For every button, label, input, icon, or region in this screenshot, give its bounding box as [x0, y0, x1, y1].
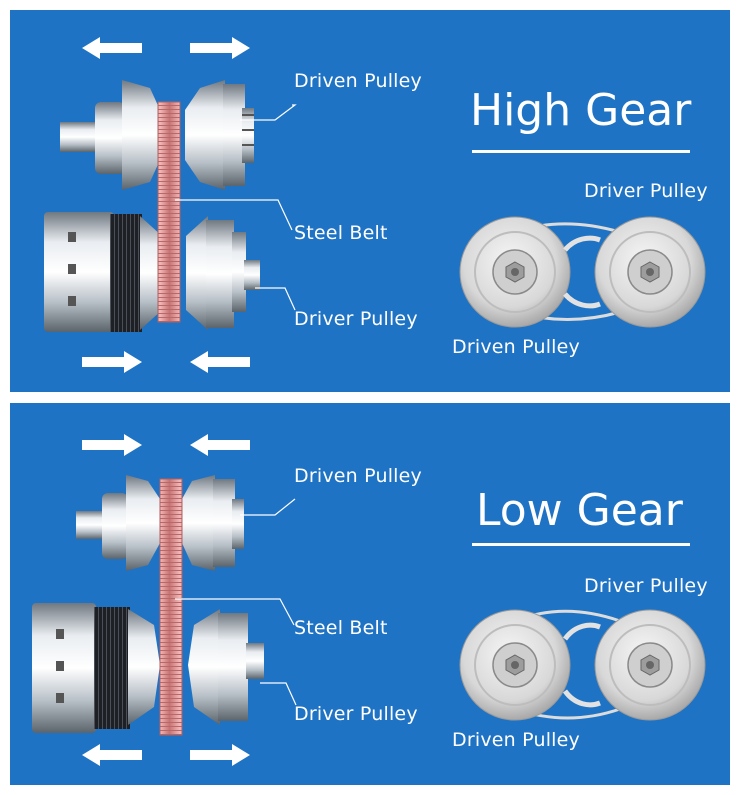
driver-pulley-label: Driver Pulley — [294, 703, 418, 725]
driven-pulley-label: Driven Pulley — [294, 465, 422, 487]
driven-pulley-illustration — [60, 80, 254, 190]
steel-belt-label: Steel Belt — [294, 222, 388, 244]
arrow-right-icon — [82, 434, 142, 456]
high-gear-panel: Driven Pulley Steel Belt Driver Pulley H… — [10, 10, 730, 392]
cvt-diagram — [32, 434, 706, 766]
pulley-pair-diagram — [459, 609, 706, 721]
arrow-right-icon — [82, 351, 142, 373]
small-driven-pulley-label: Driven Pulley — [452, 729, 580, 751]
arrow-left-icon — [82, 744, 142, 766]
small-driver-pulley-label: Driver Pulley — [584, 575, 708, 597]
driver-pulley-illustration — [44, 212, 260, 332]
pulley-pair-diagram — [459, 216, 706, 328]
callout-line — [240, 104, 297, 121]
steel-belt-illustration — [157, 101, 181, 323]
driven-pulley-label: Driven Pulley — [294, 70, 422, 92]
steel-belt-label: Steel Belt — [294, 617, 388, 639]
callout-line — [240, 498, 296, 516]
small-driver-pulley-label: Driver Pulley — [584, 180, 708, 202]
arrow-right-icon — [190, 37, 250, 59]
callout-line — [255, 287, 296, 311]
low-gear-panel: Driven Pulley Steel Belt Driver Pulley L… — [10, 403, 730, 785]
steel-belt-illustration — [159, 478, 183, 736]
gear-title: Low Gear — [476, 485, 683, 536]
arrow-left-icon — [82, 37, 142, 59]
cvt-diagram — [44, 37, 706, 373]
driver-pulley-illustration — [32, 603, 264, 733]
title-underline — [472, 543, 690, 546]
callout-line — [175, 199, 293, 231]
arrow-left-icon — [190, 351, 250, 373]
title-underline — [472, 150, 690, 153]
arrow-right-icon — [190, 744, 250, 766]
small-driven-pulley-label: Driven Pulley — [452, 336, 580, 358]
driven-pulley-illustration — [76, 475, 244, 571]
driver-pulley-label: Driver Pulley — [294, 308, 418, 330]
callout-line — [260, 682, 297, 706]
callout-line — [175, 598, 295, 626]
gear-title: High Gear — [470, 85, 692, 136]
arrow-left-icon — [190, 434, 250, 456]
